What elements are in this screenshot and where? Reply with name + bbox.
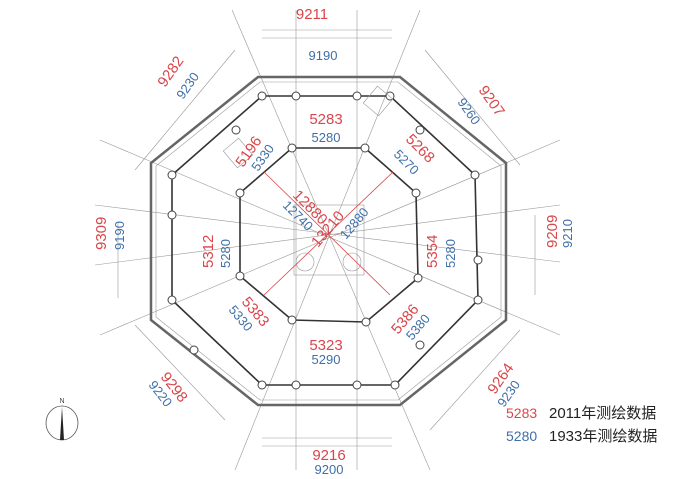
- center-platform: [293, 204, 365, 276]
- inner-left-1933: 5280: [218, 239, 233, 268]
- north-arrow-compass: N: [45, 398, 79, 441]
- inner-top-1933: 5280: [312, 130, 341, 145]
- outer-right-2011: 9209: [544, 215, 561, 248]
- legend: 5283 2011年测绘数据 5280 1933年测绘数据: [506, 405, 657, 445]
- inner-bottom-1933: 5290: [312, 352, 341, 367]
- outer-bottom-2011: 9216: [312, 447, 345, 464]
- outer-top-2011: 9211: [296, 6, 328, 23]
- center-circle: [295, 252, 315, 272]
- inner-top-2011: 5283: [309, 111, 342, 128]
- inner-left-2011: 5312: [200, 235, 217, 268]
- diagonal-line: [263, 171, 394, 296]
- inner-bottom-2011: 5323: [309, 337, 342, 354]
- center-circle: [342, 252, 362, 272]
- dimension-lines: [117, 29, 536, 447]
- diagonal-line: [263, 171, 391, 296]
- outer-bottom-1933: 9200: [315, 462, 344, 477]
- outer-top-right-1933: 9260: [455, 95, 484, 127]
- outer-wall: [149, 75, 508, 407]
- outer-top-1933: 9190: [309, 48, 338, 63]
- outer-left-1933: 9190: [112, 221, 127, 250]
- stairs: [222, 85, 394, 169]
- inner-right-1933: 5280: [443, 239, 458, 268]
- outer-wall-inner-line: [155, 81, 502, 401]
- outer-left-2011: 9309: [93, 217, 110, 250]
- pillars: [167, 91, 483, 390]
- legend-1933-label: 1933年测绘数据: [549, 428, 657, 445]
- outer-right-1933: 9210: [560, 219, 575, 248]
- legend-2011-label: 2011年测绘数据: [549, 405, 656, 422]
- legend-2011-value: 5283: [506, 405, 537, 421]
- legend-1933-value: 5280: [506, 428, 537, 444]
- inner-right-2011: 5354: [424, 235, 441, 268]
- compass-label: N: [59, 398, 64, 405]
